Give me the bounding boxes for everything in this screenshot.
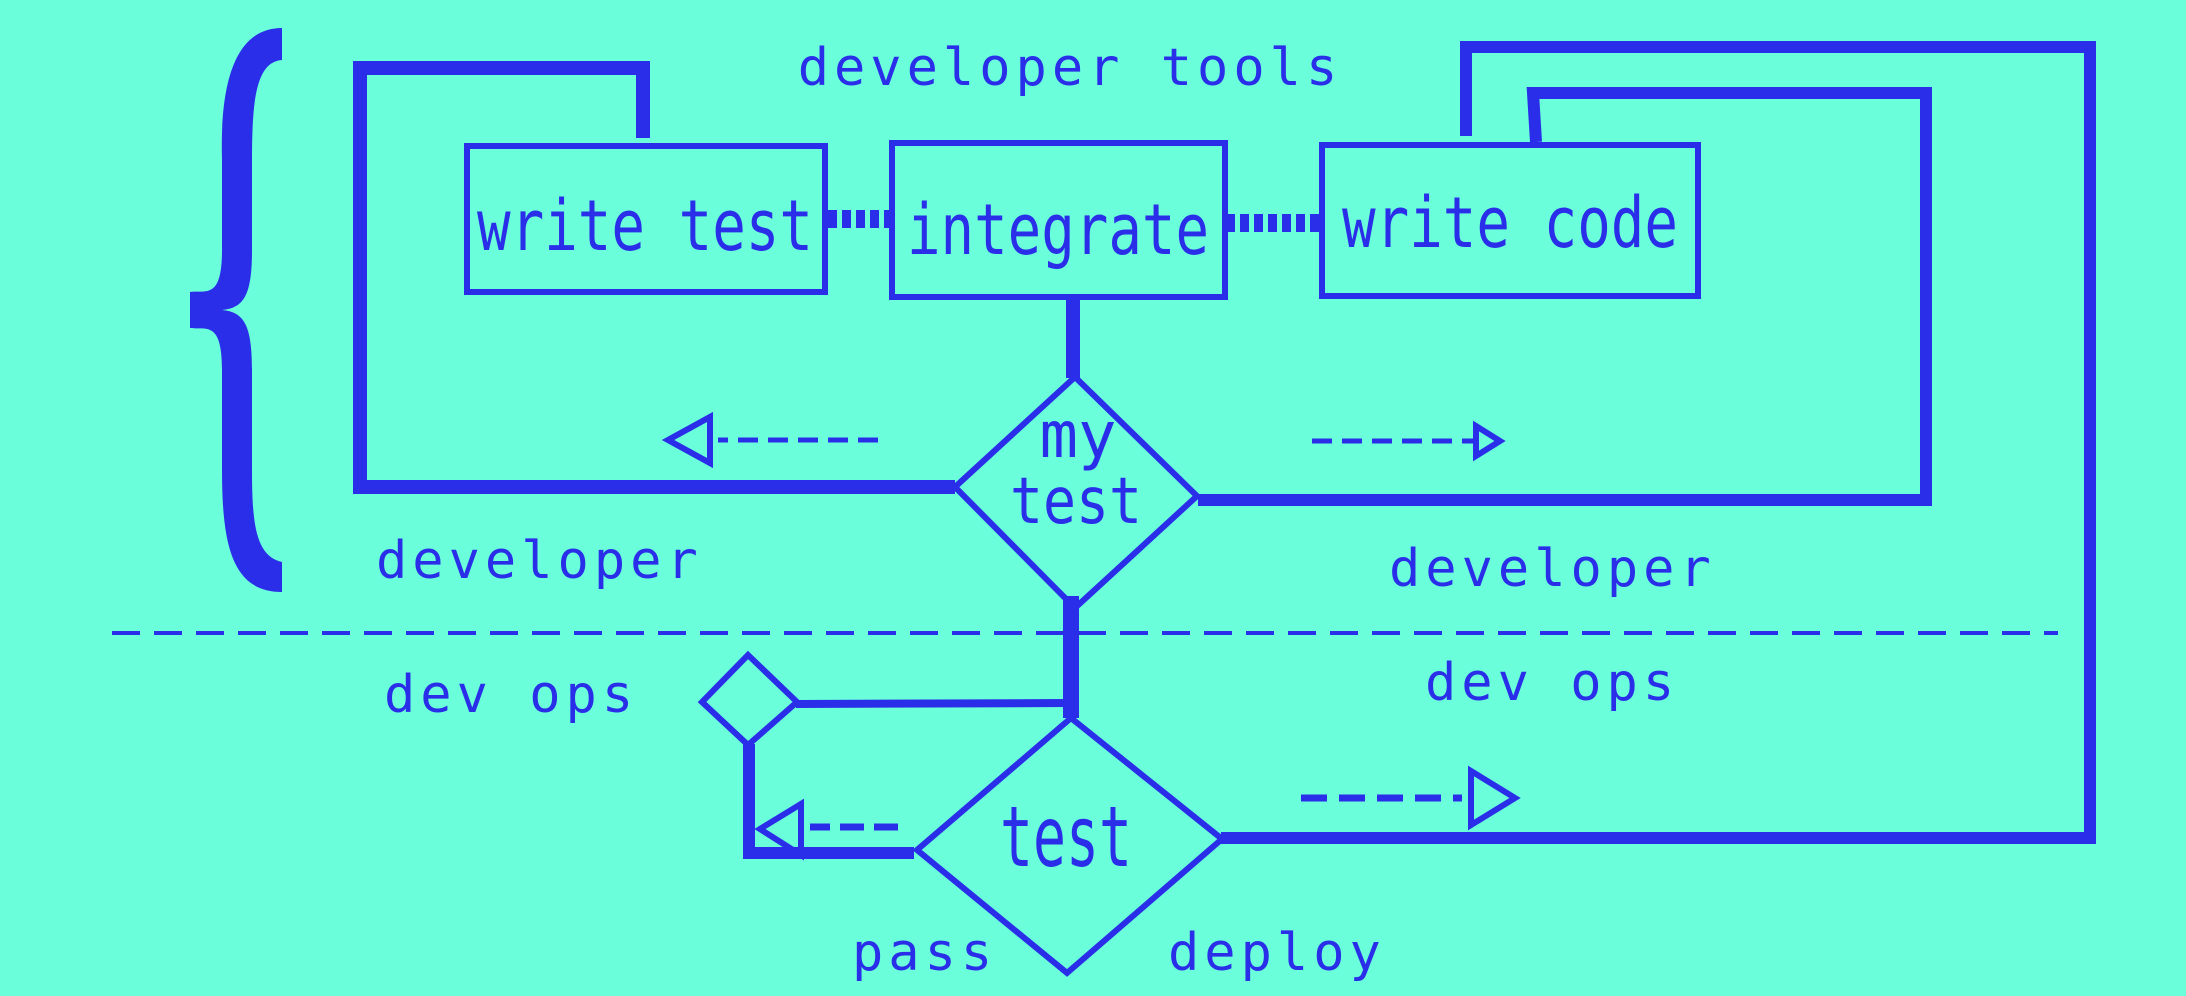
diagram-title: developer tools <box>798 38 1343 98</box>
connector-to-small-diamond <box>795 699 1072 708</box>
write-test-label: write test <box>477 185 813 267</box>
my-test-label-line2: test <box>1010 465 1142 539</box>
test-label: test <box>1000 788 1132 886</box>
arrow-right-developer <box>1312 420 1506 462</box>
pass-path <box>743 744 914 859</box>
deploy-label: deploy <box>1168 923 1386 983</box>
integrate-label: integrate <box>907 189 1209 271</box>
write-code-node <box>1319 142 1701 299</box>
arrow-right-devops <box>1301 765 1521 831</box>
write-test-node <box>464 143 828 295</box>
developer-loop-right <box>1198 87 1932 506</box>
devops-loop <box>1221 41 2096 844</box>
small-decision <box>697 650 802 750</box>
write-code-label: write code <box>1342 182 1678 264</box>
integrate-node <box>889 140 1228 300</box>
arrow-left-devops <box>754 798 898 861</box>
devops-left-label: dev ops <box>384 665 638 725</box>
pass-label: pass <box>852 923 997 983</box>
my-test-decision <box>950 372 1202 613</box>
test-decision <box>912 714 1227 977</box>
devops-right-label: dev ops <box>1425 653 1679 713</box>
developer-group-brace <box>190 28 282 592</box>
developer-left-label: developer <box>376 531 703 591</box>
developer-loop-left <box>353 61 955 494</box>
arrow-left-developer <box>661 411 878 469</box>
developer-right-label: developer <box>1389 539 1716 599</box>
my-test-label-line1: my <box>1039 399 1116 473</box>
